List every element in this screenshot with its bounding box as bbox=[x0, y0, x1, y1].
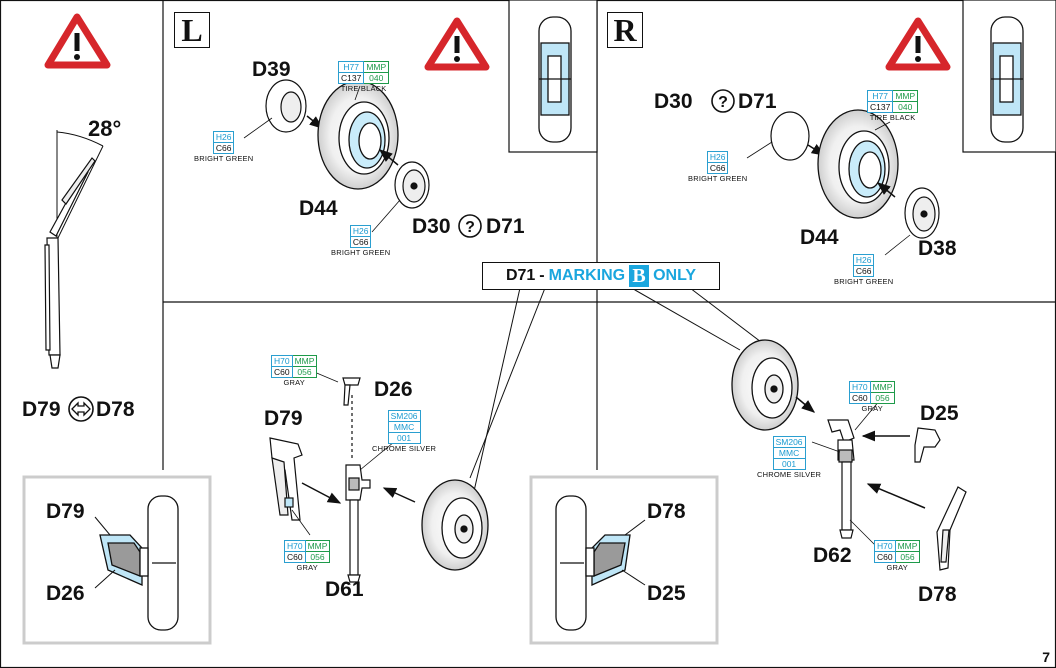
paint-callout-chrome-silver: SM206 MMC 001 CHROME SILVER bbox=[372, 410, 437, 453]
assembly-arrow bbox=[378, 149, 399, 166]
bracket-D78 bbox=[936, 486, 967, 571]
hub-D38 bbox=[904, 187, 940, 239]
note-part: D71 bbox=[505, 267, 536, 284]
inset-label-D26: D26 bbox=[46, 582, 85, 605]
wheel-front-view-R bbox=[990, 16, 1024, 143]
part-label-D61: D61 bbox=[325, 578, 364, 601]
part-label-D79: D79 bbox=[22, 398, 61, 421]
part-label-D26: D26 bbox=[374, 378, 413, 401]
inset-box-L bbox=[22, 475, 212, 645]
part-label-D62: D62 bbox=[813, 544, 852, 567]
inset-label-D79: D79 bbox=[46, 500, 85, 523]
part-label-D44-R: D44 bbox=[800, 226, 839, 249]
part-label-D30-R: D30 bbox=[654, 90, 693, 113]
wheel-assembled-L bbox=[421, 479, 489, 571]
note-dash: - bbox=[539, 267, 545, 284]
inset-box-R bbox=[529, 475, 719, 645]
wheel-front-view-L bbox=[538, 16, 572, 143]
inset-label-D25: D25 bbox=[647, 582, 686, 605]
marking-note: D71 - MARKING B ONLY bbox=[482, 262, 720, 290]
section-label-R: R bbox=[607, 12, 643, 48]
swap-icon bbox=[68, 396, 94, 422]
warning-icon bbox=[44, 13, 111, 69]
question-icon: ? bbox=[458, 214, 482, 238]
note-marking-letter: B bbox=[629, 265, 650, 287]
paint-callout-chrome-silver: SM206 MMC 001 CHROME SILVER bbox=[757, 436, 822, 479]
angle-diagram bbox=[44, 130, 104, 369]
svg-text:?: ? bbox=[465, 219, 475, 236]
mount-D25 bbox=[914, 427, 941, 463]
page-number: 7 bbox=[1042, 649, 1050, 665]
inset-label-D78: D78 bbox=[647, 500, 686, 523]
assembly-arrow bbox=[795, 396, 816, 413]
part-label-D71-R: D71 bbox=[738, 90, 777, 113]
note-text-marking: MARKING bbox=[548, 267, 626, 284]
angle-label: 28° bbox=[88, 116, 122, 141]
cap-D30 bbox=[770, 111, 810, 161]
part-label-D38: D38 bbox=[918, 237, 957, 260]
section-label-L: L bbox=[174, 12, 210, 48]
tire-D44 bbox=[317, 80, 399, 190]
callout-lines bbox=[469, 269, 766, 501]
paint-leaders bbox=[243, 85, 911, 551]
assembly-arrow bbox=[301, 482, 342, 504]
part-label-D39: D39 bbox=[252, 58, 291, 81]
assembly-arrow bbox=[866, 483, 926, 509]
question-icon: ? bbox=[711, 89, 735, 113]
warning-icon bbox=[885, 17, 951, 71]
strut-D61 bbox=[342, 377, 371, 583]
part-label-D30: D30 bbox=[412, 215, 451, 238]
part-label-D78-strut: D78 bbox=[918, 583, 957, 606]
part-label-D25: D25 bbox=[920, 402, 959, 425]
part-label-D44: D44 bbox=[299, 197, 338, 220]
part-label-D71: D71 bbox=[486, 215, 525, 238]
assembly-arrow bbox=[382, 487, 416, 503]
part-label-D78: D78 bbox=[96, 398, 135, 421]
hub-D30 bbox=[394, 161, 430, 209]
hub-half-D39 bbox=[265, 79, 307, 133]
note-text-only: ONLY bbox=[653, 267, 697, 284]
bracket-D79 bbox=[269, 437, 303, 521]
strut-D62 bbox=[827, 419, 855, 539]
svg-text:?: ? bbox=[718, 94, 728, 111]
assembly-arrow bbox=[876, 182, 896, 198]
part-label-D79-strut: D79 bbox=[264, 407, 303, 430]
warning-icon bbox=[424, 17, 490, 71]
wheel-assembled-R bbox=[731, 339, 799, 431]
